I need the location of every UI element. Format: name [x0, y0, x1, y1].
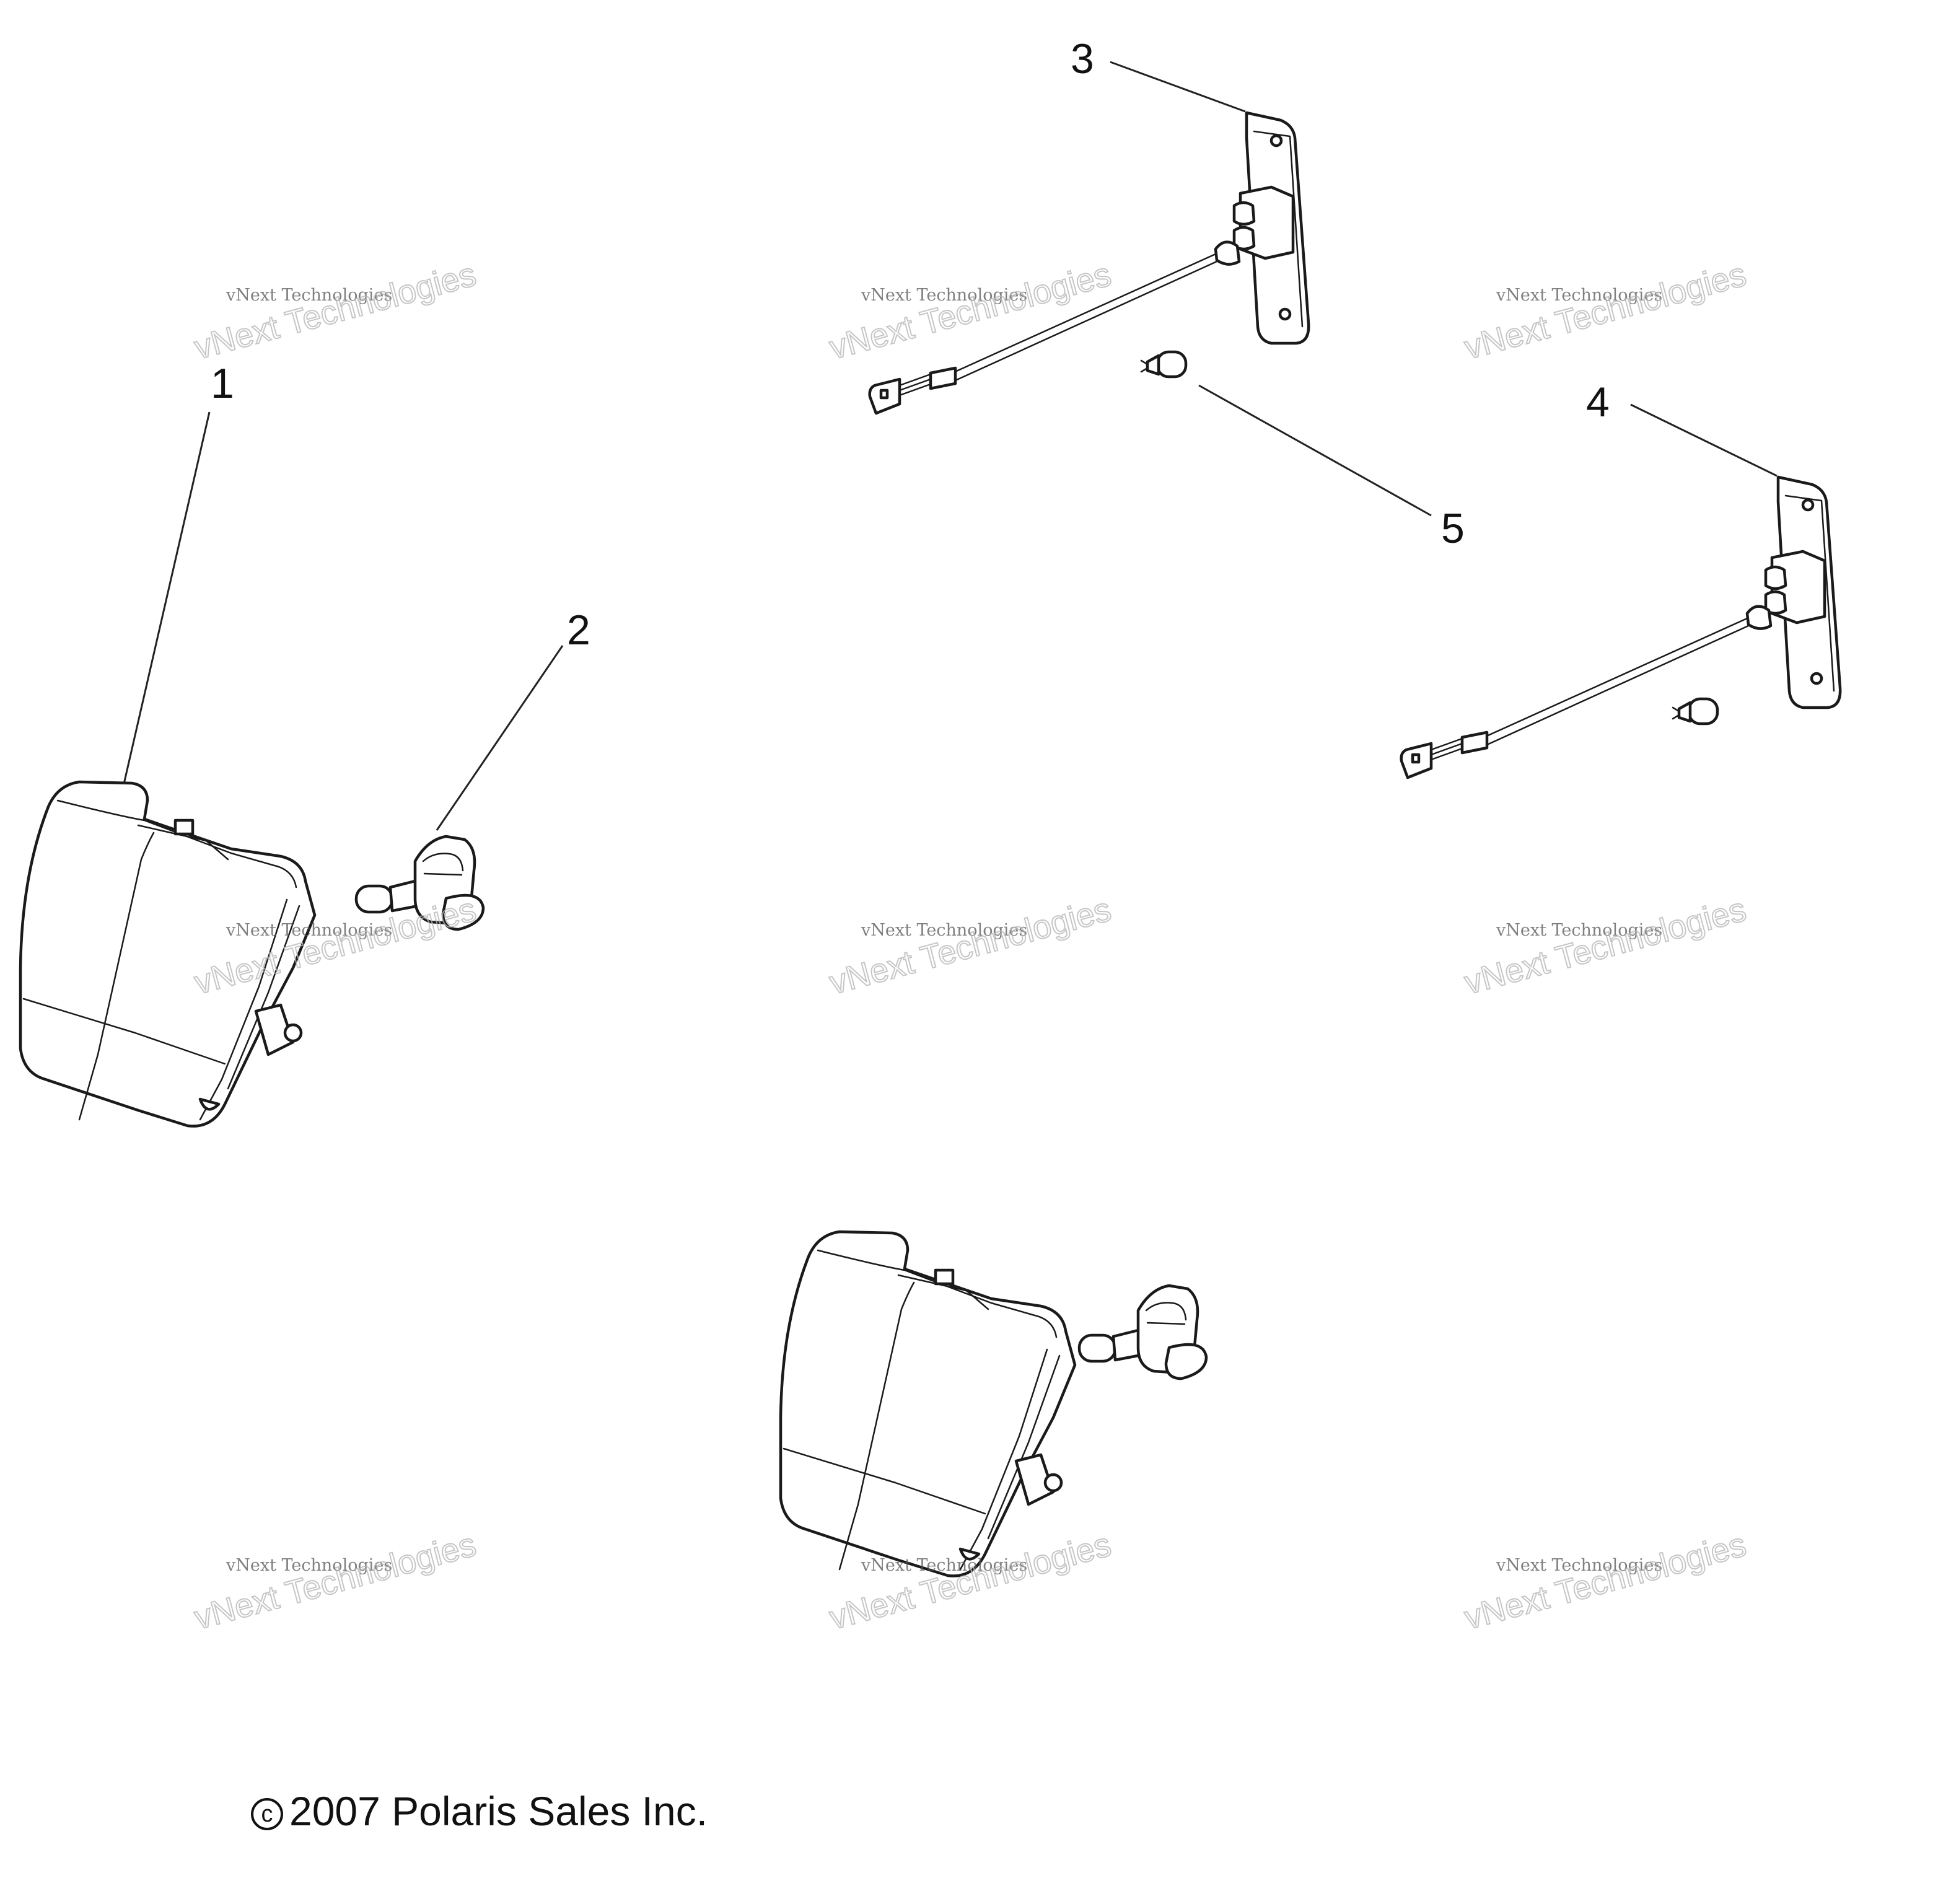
callout-1: 1 — [211, 360, 234, 407]
headlamp-bulb-lower — [1079, 1286, 1206, 1379]
watermark-text: vNext Technologies — [1461, 891, 1750, 1002]
watermark-text: vNext Technologies — [226, 286, 392, 305]
watermark-text: vNext Technologies — [861, 286, 1027, 305]
callout-2: 2 — [567, 607, 590, 654]
watermark-text: vNext Technologies — [826, 891, 1115, 1002]
leader-line-1 — [123, 411, 211, 784]
watermark-text: vNext Technologies — [861, 1556, 1027, 1575]
watermark-text: vNext Technologies — [1496, 286, 1662, 305]
watermark-text: vNext Technologies — [1461, 1526, 1750, 1637]
watermark-text: vNext Technologies — [1496, 1556, 1662, 1575]
watermark-text: vNext Technologies — [191, 1526, 480, 1637]
marker-bulb-lower — [1673, 699, 1717, 724]
callout-5: 5 — [1441, 505, 1465, 552]
copyright-text: 2007 Polaris Sales Inc. — [289, 1788, 708, 1834]
watermark-text: vNext Technologies — [226, 1556, 392, 1575]
watermark-text: vNext Technologies — [1461, 256, 1750, 367]
callout-3: 3 — [1071, 35, 1094, 82]
callout-4: 4 — [1586, 379, 1610, 426]
leader-line-3 — [1110, 61, 1246, 113]
watermark-text: vNext Technologies — [826, 256, 1115, 367]
leader-line-5 — [1198, 384, 1432, 517]
headlamp-assembly-lower — [781, 1232, 1075, 1576]
copyright-icon: c — [251, 1798, 283, 1830]
watermark-text: vNext Technologies — [191, 256, 480, 367]
watermark-text: vNext Technologies — [861, 921, 1027, 940]
marker-bulb — [1141, 352, 1186, 377]
leader-line-2 — [436, 645, 564, 831]
watermark-text: vNext Technologies — [226, 921, 392, 940]
watermark-text: vNext Technologies — [1496, 921, 1662, 940]
side-marker-lamp-lower — [1401, 477, 1841, 778]
leader-line-4 — [1630, 403, 1778, 477]
